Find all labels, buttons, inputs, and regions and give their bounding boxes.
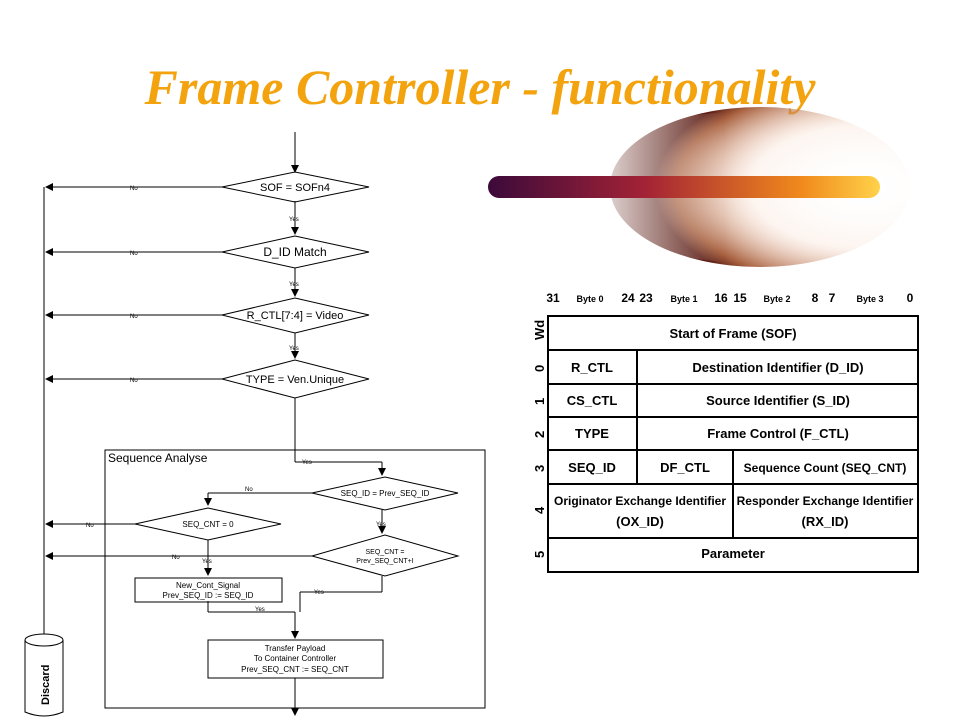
decision-type: TYPE = Ven.Unique	[246, 374, 344, 386]
yes-label: Yes	[202, 559, 212, 565]
page-title: Frame Controller - functionality	[144, 59, 816, 115]
yes-label: Yes	[376, 522, 386, 528]
no-label: No	[130, 378, 138, 384]
yes-label: Yes	[289, 282, 299, 288]
decision-sof: SOF = SOFn4	[260, 182, 330, 194]
process-transfer-line3: Prev_SEQ_CNT := SEQ_CNT	[241, 665, 349, 674]
yes-label: Yes	[314, 590, 324, 596]
process-new-cont-line2: Prev_SEQ_ID := SEQ_ID	[163, 591, 254, 600]
no-label: No	[86, 523, 94, 529]
no-label: No	[130, 186, 138, 192]
decision-seq-id: SEQ_ID = Prev_SEQ_ID	[341, 489, 430, 498]
process-transfer-line2: To Container Controller	[254, 654, 337, 663]
decision-did: D_ID Match	[263, 245, 326, 259]
yes-label: Yes	[302, 460, 312, 466]
yes-label: Yes	[255, 607, 265, 613]
no-label: No	[130, 314, 138, 320]
decision-seq-cnt-zero: SEQ_CNT = 0	[182, 520, 234, 529]
discard-label: Discard	[40, 665, 52, 705]
decision-seq-cnt-prev-2: Prev_SEQ_CNT+I	[356, 558, 413, 565]
no-label: No	[172, 555, 180, 561]
process-new-cont-line1: New_Cont_Signal	[176, 581, 240, 590]
no-label: No	[130, 251, 138, 257]
sequence-box-title: Sequence Analyse	[108, 451, 208, 465]
yes-label: Yes	[289, 217, 299, 223]
decision-seq-cnt-prev: SEQ_CNT =	[366, 549, 405, 556]
no-label: No	[245, 487, 253, 493]
decision-rctl: R_CTL[7:4] = Video	[247, 310, 344, 322]
flowchart: SOF = SOFn4 D_ID Match R_CTL[7:4] = Vide…	[24, 132, 486, 717]
yes-label: Yes	[289, 346, 299, 352]
process-transfer-line1: Transfer Payload	[265, 644, 326, 653]
